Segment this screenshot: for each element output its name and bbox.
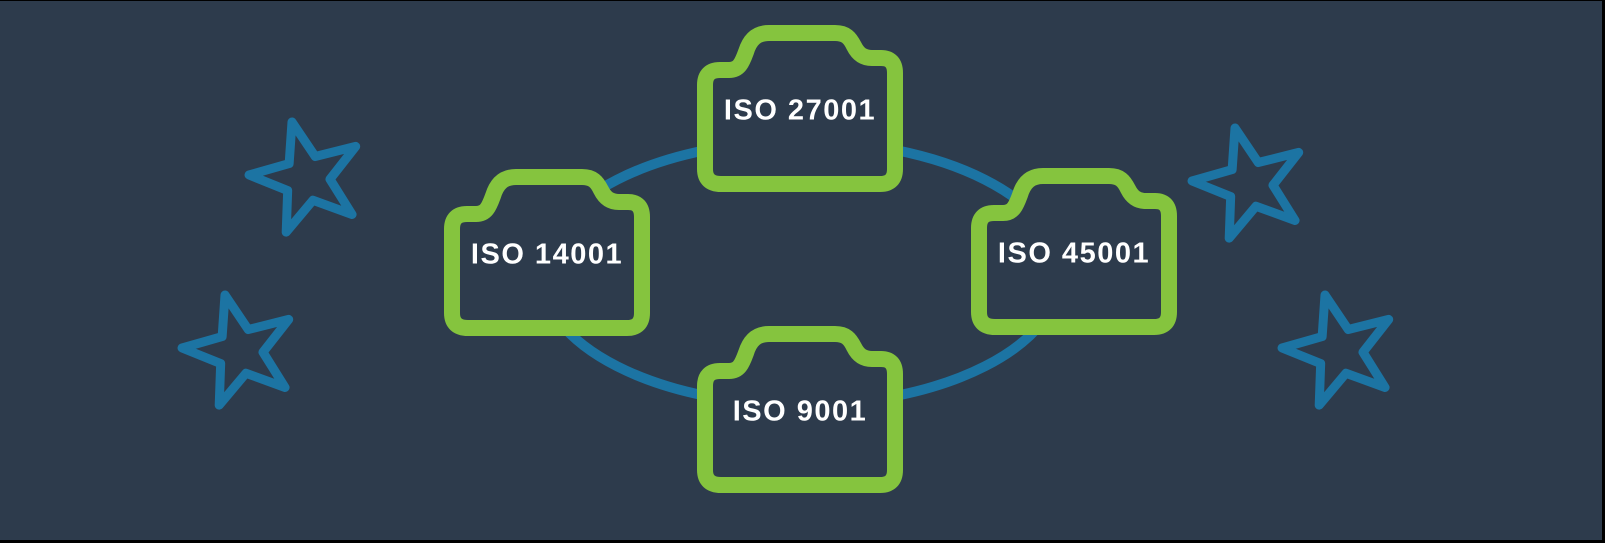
star-icon (1277, 290, 1394, 410)
badge-label: ISO 45001 (997, 237, 1151, 270)
badge-label: ISO 27001 (723, 94, 877, 127)
badge-iso-14001: ISO 14001 (444, 169, 650, 337)
star-icon (177, 290, 294, 410)
certification-badge-outline-icon (444, 169, 650, 336)
badge-iso-9001: ISO 9001 (697, 326, 903, 494)
badge-label: ISO 14001 (470, 238, 624, 271)
badge-iso-27001: ISO 27001 (697, 25, 903, 193)
star-icon (244, 117, 361, 237)
certification-badge-outline-icon (697, 25, 903, 192)
badge-iso-45001: ISO 45001 (971, 168, 1177, 336)
certification-badge-outline-icon (697, 326, 903, 493)
star-icon (1187, 123, 1304, 243)
badge-label: ISO 9001 (732, 395, 868, 428)
certification-badge-outline-icon (971, 168, 1177, 335)
